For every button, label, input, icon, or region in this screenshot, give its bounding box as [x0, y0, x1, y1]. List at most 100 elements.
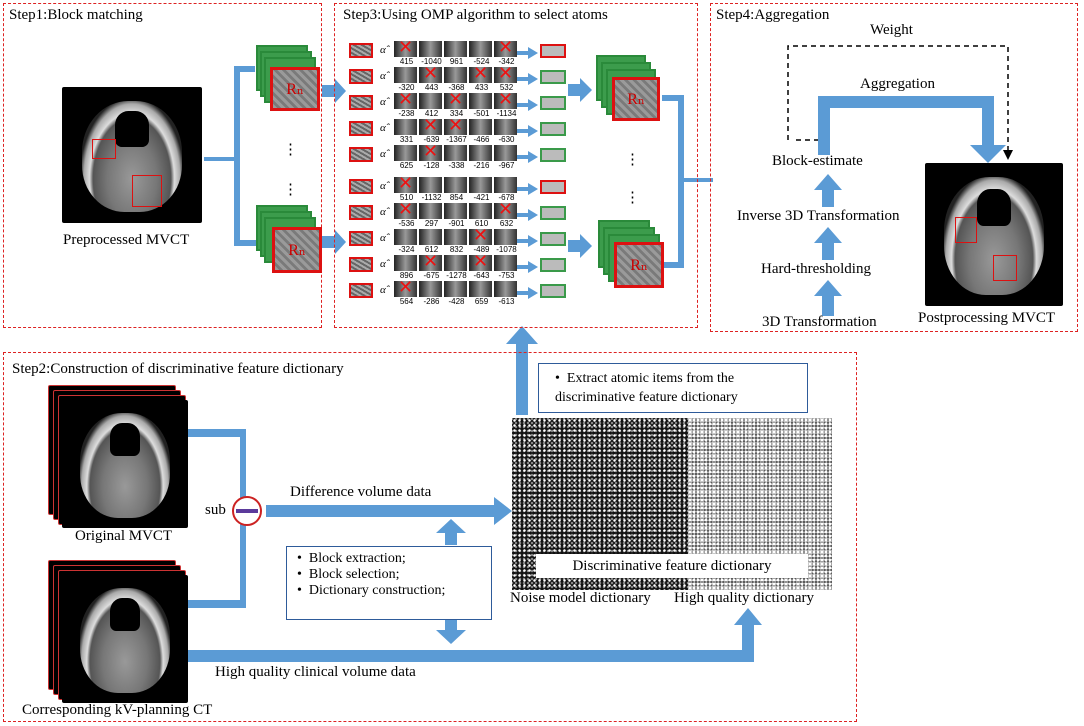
patch-thumb	[349, 121, 373, 136]
coefficient-value: 832	[449, 245, 464, 254]
coefficient-value: -1134	[496, 109, 517, 118]
3d-transformation-label: 3D Transformation	[762, 314, 877, 330]
atom	[419, 229, 442, 245]
atom	[494, 255, 517, 271]
estimated-patch	[540, 70, 566, 84]
rejected-atom	[419, 141, 442, 162]
rejected-atom	[494, 63, 517, 84]
alpha-symbol: α̂	[380, 148, 386, 160]
step3-dots-1: ⋮	[625, 152, 640, 168]
arrow-box-up	[436, 519, 466, 545]
alpha-symbol: α̂	[380, 206, 386, 218]
atom	[469, 93, 492, 109]
coefficient-row: 625-128-338-216-967	[394, 161, 519, 170]
arrow-diff-to-dict	[266, 497, 512, 525]
atom-row	[394, 173, 517, 194]
step3-title: Step3:Using OMP algorithm to select atom…	[343, 7, 608, 23]
patch-thumb	[349, 43, 373, 58]
coefficient-value: -368	[448, 83, 465, 92]
coefficient-value: -753	[498, 271, 515, 280]
postprocessing-mvct-caption: Postprocessing MVCT	[918, 310, 1056, 326]
rejected-atom	[394, 173, 417, 194]
coefficient-value: 659	[474, 297, 489, 306]
coefficient-value: -643	[473, 271, 490, 280]
arrow-to-stack-top	[568, 78, 592, 102]
step1-dots-2: ⋮	[283, 182, 298, 198]
coefficient-value: -613	[498, 297, 515, 306]
coefficient-value: -1040	[421, 57, 442, 66]
feature-dictionary-image: Discriminative feature dictionary	[512, 418, 832, 590]
alpha-symbol: α̂	[380, 70, 386, 82]
patch-thumb	[349, 95, 373, 110]
atom	[444, 67, 467, 83]
atom	[419, 93, 442, 109]
coefficient-value: -238	[398, 109, 415, 118]
weight-label: Weight	[870, 22, 913, 38]
ref-block-top: Rₙ	[270, 67, 320, 111]
alpha-symbol: α̂	[380, 284, 386, 296]
coefficient-value: 510	[399, 193, 414, 202]
arrow-hq-to-dict	[186, 608, 762, 662]
coefficient-value: 854	[449, 193, 464, 202]
noise-model-dictionary-label: Noise model dictionary	[510, 590, 651, 606]
atom	[469, 119, 492, 135]
step4-title: Step4:Aggregation	[716, 7, 830, 23]
coefficient-value: -678	[498, 193, 515, 202]
coefficient-value: 297	[424, 219, 439, 228]
patch-thumb	[349, 283, 373, 298]
coefficient-value: -342	[498, 57, 515, 66]
coefficient-value: 961	[449, 57, 464, 66]
atom	[444, 41, 467, 57]
rejected-atom	[394, 89, 417, 110]
coefficient-value: -466	[473, 135, 490, 144]
coefficient-value: -501	[473, 109, 490, 118]
coefficient-value: 625	[399, 161, 414, 170]
atom	[469, 145, 492, 161]
coefficient-value: -524	[473, 57, 490, 66]
estimated-patch	[540, 284, 566, 298]
process-step-2: • Block selection;	[297, 567, 400, 582]
high-quality-dictionary-label: High quality dictionary	[674, 590, 814, 606]
coefficient-value: 632	[499, 219, 514, 228]
step3-brace	[662, 95, 713, 268]
arrow-corresponding-to-sub	[186, 524, 246, 608]
step3-stack-bottom: Rₙ	[598, 220, 668, 290]
atom	[494, 145, 517, 161]
atom	[444, 229, 467, 245]
extract-text: Extract atomic items from the discrimina…	[555, 371, 738, 405]
patch-thumb	[349, 205, 373, 220]
atom	[469, 177, 492, 193]
step3-stack-top: Rₙ	[596, 55, 662, 121]
estimated-patch	[540, 180, 566, 194]
atom	[419, 41, 442, 57]
coefficient-value: -338	[448, 161, 465, 170]
block-stack-top: Rₙ	[256, 45, 320, 111]
coefficient-value: 443	[424, 83, 439, 92]
process-step-1: • Block extraction;	[297, 551, 406, 566]
coefficient-value: -489	[473, 245, 490, 254]
rejected-atom	[394, 277, 417, 298]
atom	[394, 229, 417, 245]
atom	[494, 229, 517, 245]
coefficient-value: -421	[473, 193, 490, 202]
alpha-symbol: α̂	[380, 96, 386, 108]
atom	[494, 119, 517, 135]
rejected-atom	[444, 115, 467, 136]
atom-row	[394, 115, 517, 136]
difference-volume-label: Difference volume data	[290, 484, 432, 500]
atom	[394, 145, 417, 161]
rejected-atom	[419, 63, 442, 84]
aggregation-arrow	[818, 96, 1006, 163]
postprocessing-mvct-image	[925, 163, 1063, 306]
coefficient-value: -128	[423, 161, 440, 170]
aggregation-label: Aggregation	[860, 76, 935, 92]
step2-title: Step2:Construction of discriminative fea…	[12, 361, 344, 377]
atom-row	[394, 277, 517, 298]
step1-panel: Step1:Block matching	[3, 3, 322, 328]
coefficient-value: 610	[474, 219, 489, 228]
coefficient-value: 334	[449, 109, 464, 118]
coefficient-value: -1367	[446, 135, 467, 144]
arrow-box-down	[436, 620, 466, 644]
coefficient-value: -1132	[421, 193, 442, 202]
